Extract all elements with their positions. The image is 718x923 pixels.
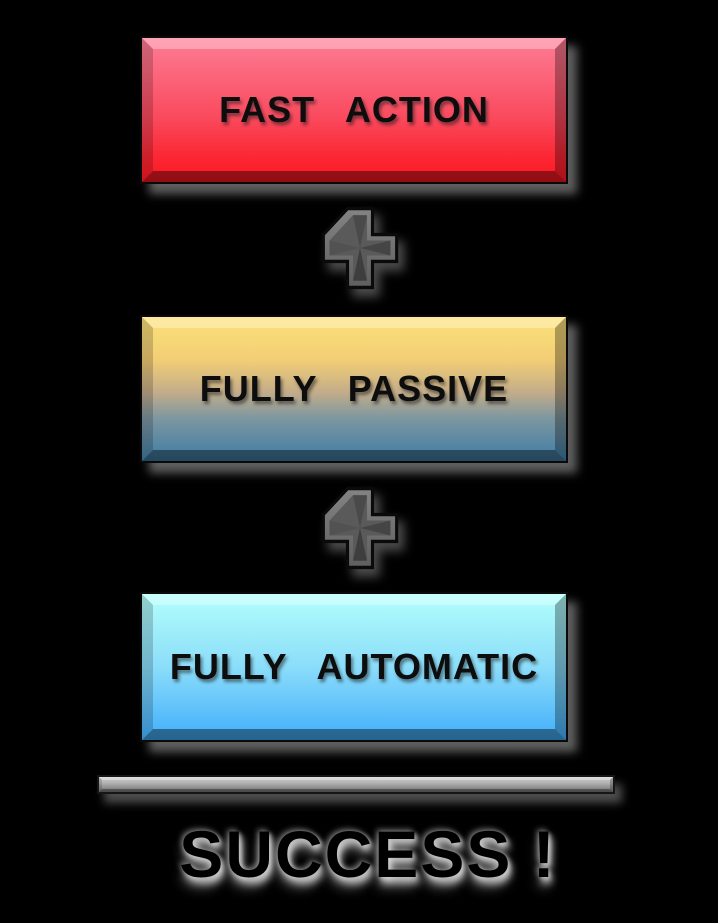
- plus-icon: [321, 206, 399, 290]
- step-label-fully-passive: FULLY PASSIVE: [199, 368, 509, 409]
- step-box-fully-automatic: FULLY AUTOMATIC: [140, 592, 568, 742]
- divider-bar: [97, 775, 615, 794]
- step-box-fast-action: FAST ACTION: [140, 36, 568, 184]
- plus-icon: [321, 486, 399, 570]
- step-box-fully-passive: FULLY PASSIVE: [140, 315, 568, 463]
- success-text: SUCCESS !: [179, 817, 557, 891]
- step-label-fully-automatic: FULLY AUTOMATIC: [169, 646, 539, 687]
- step-label-fast-action: FAST ACTION: [219, 89, 489, 130]
